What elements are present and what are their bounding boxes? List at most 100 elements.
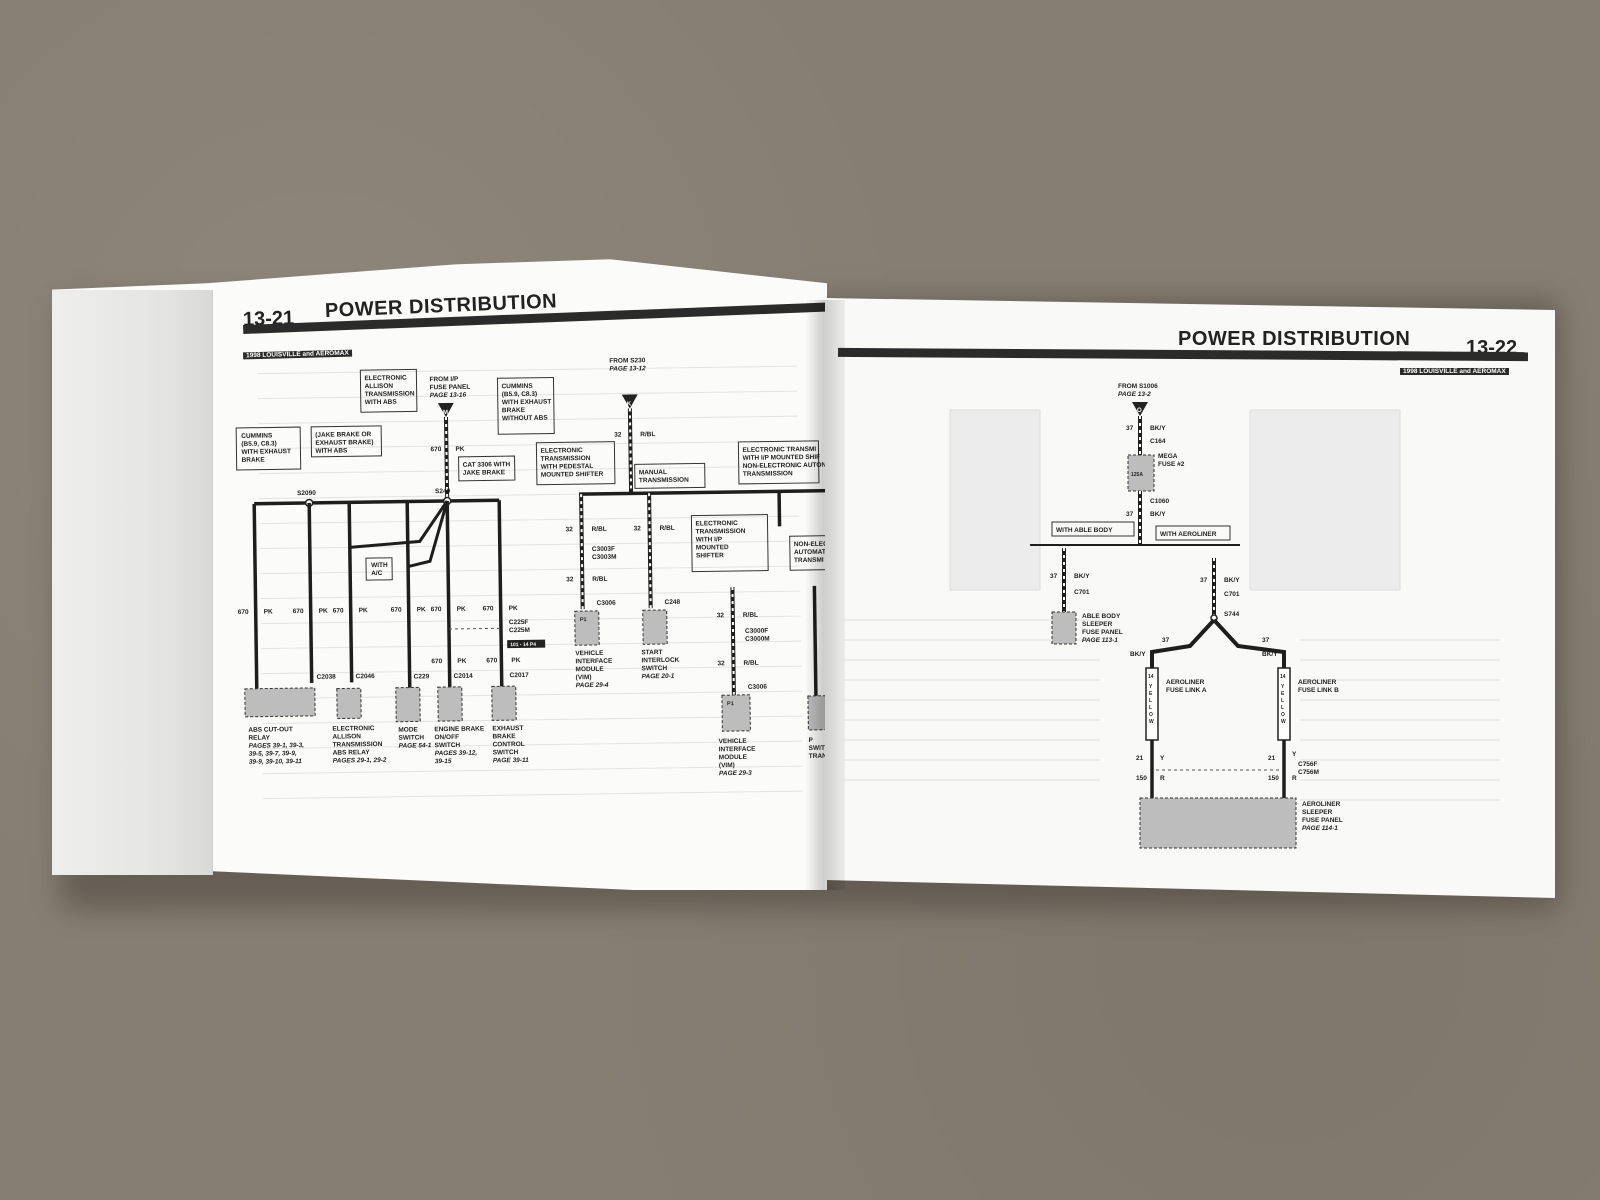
- component-fuse-link-a-text-line: AEROLINER: [1166, 679, 1205, 686]
- callout-jake-abs-text-line: (JAKE BRAKE OR: [315, 431, 371, 439]
- source-m-triangle: [437, 402, 454, 418]
- component-allison-relay: [336, 687, 362, 720]
- component-abs-relay-text-line: PAGES 39-1, 39-3,: [249, 742, 305, 750]
- component-vim-2-text-line: VEHICLE: [719, 738, 748, 745]
- connector-c3000-line: C3000F: [745, 628, 768, 635]
- component-allison-relay-text-line: PAGES 29-1, 29-2: [333, 757, 387, 765]
- fuse-link-b-letter: Y: [1281, 684, 1285, 690]
- connector-c229: C229: [414, 673, 430, 680]
- component-engine-brake-text-line: ON/OFF: [434, 734, 459, 741]
- rbl-branch-vim1-stripe: [580, 494, 584, 610]
- rbl-branch-interlock-stripe: [648, 493, 652, 609]
- branch-diagonal-allison: [349, 500, 449, 549]
- fuse-link-a-letter: L: [1149, 705, 1152, 711]
- fuse-link-b-gauge: 14: [1280, 674, 1286, 680]
- ghost-grid-line: [263, 790, 804, 800]
- branch-wire: [497, 500, 504, 689]
- branch-wire: [347, 502, 354, 683]
- wire-label-bky-b: BK/Y: [1150, 511, 1166, 518]
- wire-label-rbl-d: R/BL: [592, 576, 607, 583]
- wire-label-150-a: 150: [1136, 775, 1147, 782]
- callout-ip-shifter-text-line: SHIFTER: [696, 552, 724, 559]
- callout-ip-shifter-top-text-line: WITH I/P MOUNTED SHIF: [743, 454, 821, 462]
- branch-diagonal-ac: [407, 500, 449, 569]
- connector-c225-line: C225F: [509, 619, 529, 626]
- callout-with-ac-text-line: A/C: [371, 570, 383, 577]
- callout-ip-shifter-top-text-line: NON-ELECTRONIC AUTON: [743, 462, 827, 470]
- wire-label-bky-f: BK/Y: [1262, 651, 1278, 658]
- component-abs-relay-text-line: 39-9, 39-10, 39-11: [249, 758, 302, 766]
- wire-label-670-c: 670: [486, 657, 497, 664]
- callout-cummins-no-abs-text-line: CUMMINS: [502, 383, 534, 390]
- wire-label-37-e: 37: [1162, 637, 1170, 644]
- component-abs-relay-text-line: RELAY: [248, 735, 270, 742]
- fuse-link-a-letter: Y: [1149, 684, 1153, 690]
- connector-c3003-line: C3003M: [592, 554, 617, 561]
- source-s230-text-line: FROM S230: [609, 357, 646, 365]
- branch-label-670: 670: [293, 608, 304, 615]
- branch-label-670: 670: [333, 607, 344, 614]
- bus-horizontal: [254, 498, 500, 506]
- source-ip-fuse-text-line: FROM I/P: [429, 376, 459, 383]
- component-vim-1-text-line: PAGE 29-4: [576, 682, 609, 689]
- component-allison-relay-text-line: TRANSMISSION: [333, 741, 383, 749]
- connector-c3000-line: C3000M: [745, 636, 770, 643]
- component-allison-relay-text-line: ELECTRONIC: [332, 725, 375, 733]
- source-m-letter: M: [443, 410, 448, 416]
- fuse-link-b-letter: O: [1281, 712, 1285, 718]
- wire-label-bky: BK/Y: [1150, 425, 1166, 432]
- wire-label-r-b: R: [1292, 775, 1297, 782]
- source-ip-fuse-text-line: PAGE 13-16: [430, 392, 467, 400]
- fuse-link-b-letter: E: [1281, 691, 1285, 697]
- fuse-link-a-letter: E: [1149, 691, 1153, 697]
- component-vim-1-text-line: (VIM): [576, 674, 592, 681]
- callout-jake-abs-text-line: EXHAUST BRAKE): [315, 439, 373, 447]
- branch-label-pk: PK: [359, 607, 368, 614]
- callout-electronic-allison-text-line: ALLISON: [365, 383, 394, 390]
- component-vim-1-text-line: VEHICLE: [575, 650, 604, 657]
- wire-label-rbl-b: R/BL: [592, 526, 607, 533]
- branch-label-670: 670: [391, 607, 402, 614]
- connector-c701-b: C701: [1224, 591, 1240, 598]
- callout-pedestal-shifter-text-line: TRANSMISSION: [541, 455, 591, 463]
- component-start-interlock: [642, 609, 668, 645]
- callout-cat-3306-text-line: CAT 3306 WITH: [463, 461, 511, 469]
- wire-label-150-b: 150: [1268, 775, 1279, 782]
- wire-label-37-f: 37: [1262, 637, 1270, 644]
- callout-with-ac-text-line: WITH: [371, 562, 388, 569]
- branch-aeroliner-label: WITH AEROLINER: [1160, 531, 1217, 538]
- wire-label-rbl-f: R/BL: [743, 660, 758, 667]
- wire-label-37-c: 37: [1050, 573, 1058, 580]
- callout-ip-shifter-top-text-line: TRANSMISSION: [743, 470, 793, 478]
- connector-c225-line: C225M: [509, 627, 530, 634]
- callout-cummins-exhaust-text-line: (B5.9, C8.3): [241, 440, 277, 447]
- right-subtitle-text: 1998 LOUISVILLE and AEROMAX: [1400, 368, 1509, 375]
- wire-label-32-e: 32: [717, 612, 725, 619]
- wire-label-pk: PK: [455, 446, 464, 453]
- callout-cummins-no-abs-text-line: WITH EXHAUST: [502, 399, 552, 407]
- callout-cummins-exhaust-text-line: BRAKE: [242, 457, 266, 464]
- rbl-branch-vim2-stripe: [731, 587, 736, 708]
- component-engine-brake-text-line: 39-15: [435, 758, 452, 765]
- callout-manual-transmission-text-line: TRANSMISSION: [639, 477, 689, 485]
- connector-tag-text: 101 - 14 P4: [510, 642, 536, 648]
- connector-c2017: C2017: [510, 672, 530, 679]
- callout-cummins-exhaust-text-line: WITH EXHAUST: [241, 448, 291, 456]
- branch-wire: [252, 503, 259, 689]
- branch-label-pk: PK: [264, 608, 273, 615]
- component-exhaust-brake: [491, 685, 517, 721]
- ghost-grid-line: [257, 365, 798, 375]
- component-able-body-panel-text-line: PAGE 113-1: [1082, 637, 1118, 644]
- branch-aeroliner-box: [1155, 525, 1231, 541]
- callout-cummins-no-abs-text-line: BRAKE: [502, 407, 526, 414]
- wire-label-pk-b: PK: [457, 658, 466, 665]
- component-vim-1: [574, 610, 600, 646]
- component-allison-relay-text-line: ALLISON: [332, 733, 361, 740]
- source-s230-text-line: PAGE 13-12: [609, 365, 646, 373]
- ghost-component-image: [1249, 409, 1401, 591]
- rbl-branch-cut: [812, 585, 818, 696]
- callout-electronic-allison-text-line: TRANSMISSION: [365, 390, 415, 398]
- splice-s249-label: S249: [435, 488, 451, 495]
